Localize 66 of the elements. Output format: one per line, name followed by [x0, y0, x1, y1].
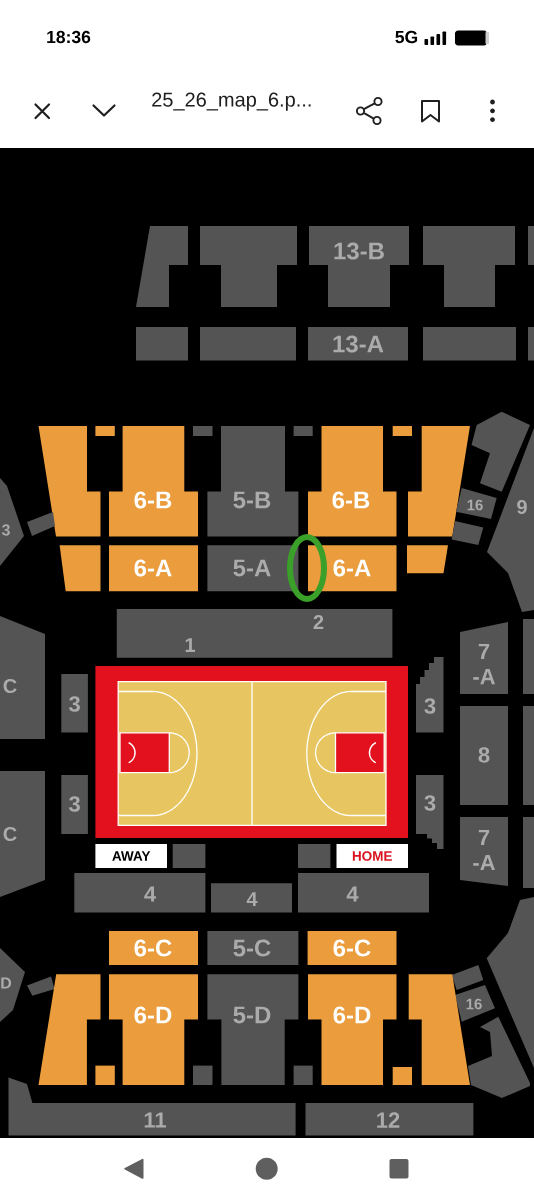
seat-section: 4 [74, 873, 206, 913]
seat-section [523, 706, 534, 805]
bench-sign: HOME [336, 844, 408, 868]
seat-section [172, 844, 206, 868]
seat-section [528, 327, 534, 361]
network-type: 5G [395, 30, 418, 44]
seat-section: 4 [298, 873, 429, 913]
seat-section: 3 [61, 674, 88, 733]
seat-section: 1 2 [116, 609, 393, 658]
seat-section [423, 327, 516, 361]
seat-section [471, 411, 530, 492]
seat-section: 3 [61, 775, 88, 834]
seat-section [528, 226, 534, 265]
seat-section: 3 [0, 478, 24, 566]
seat-section: C [0, 771, 45, 897]
seat-section [451, 521, 484, 545]
seat-section [298, 844, 331, 868]
seat-section: 5-C [207, 931, 299, 965]
seat-section: 6-A [109, 545, 198, 592]
seat-section: 11 [8, 1077, 296, 1136]
seat-section: 5-D [207, 974, 299, 1085]
seat-section [523, 817, 534, 888]
seat-section [38, 426, 101, 537]
seat-section: 6-C [307, 931, 397, 965]
seat-section: 7 -A [460, 817, 508, 886]
seat-section: 6-C [109, 931, 198, 965]
seat-section [293, 426, 313, 436]
seat-section: 3 [416, 775, 444, 849]
seat-section: 7 -A [460, 622, 508, 694]
seat-section [38, 974, 101, 1085]
seat-section: 5-B [207, 426, 299, 537]
seat-section: 12 [305, 1103, 474, 1136]
seat-section: 5-A [207, 545, 299, 592]
page-title: 25_26_map_6.p... [152, 92, 311, 111]
seat-section: 6-B [109, 426, 198, 537]
seat-section [468, 1016, 530, 1098]
seat-section [136, 226, 188, 307]
seat-section [27, 976, 55, 996]
seat-section [523, 619, 534, 694]
status-time: 18:36 [47, 30, 91, 44]
seat-section [200, 327, 296, 361]
seat-section [95, 426, 115, 436]
seat-section: 16 [455, 985, 495, 1022]
seat-section: 8 [460, 706, 508, 805]
seat-section [392, 1067, 412, 1085]
seat-section: D [0, 948, 25, 1022]
seat-section: 16 [456, 488, 497, 519]
seat-section: 4 [211, 883, 292, 913]
seat-section [200, 226, 297, 307]
seat-section [423, 226, 515, 307]
seat-section [407, 545, 448, 574]
seat-section: 6-D [109, 974, 198, 1085]
seat-section [392, 426, 412, 436]
seat-section: 13-B [309, 226, 409, 307]
seat-section: C [0, 616, 45, 739]
seat-section: 6-A [308, 545, 397, 592]
node-label: 9 [517, 499, 527, 515]
seat-section: 6-B [308, 426, 397, 537]
seat-section: 3 [416, 657, 444, 733]
seat-section: 6-D [308, 974, 397, 1085]
seat-section [136, 327, 188, 361]
bench-sign: AWAY [95, 844, 167, 868]
seat-section [451, 965, 484, 990]
seat-section [193, 426, 213, 436]
seat-section [27, 512, 55, 536]
seat-section: 13-A [308, 327, 408, 361]
